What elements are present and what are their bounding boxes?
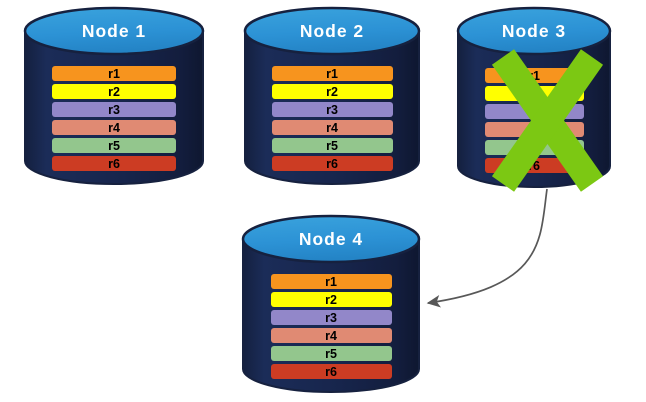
record-bar-r4-rect (272, 120, 393, 135)
node-3-cylinder-top (456, 6, 612, 56)
record-bar-r6-label: r6 (108, 157, 120, 171)
record-bar-r6[interactable]: r6 (52, 156, 176, 171)
record-bar-r6[interactable]: r6 (271, 364, 392, 379)
record-bar-r5-label: r5 (108, 139, 120, 153)
record-bar-r1-label: r1 (325, 275, 337, 289)
record-bar-r4[interactable]: r4 (52, 120, 176, 135)
record-bar-r4-rect (52, 120, 176, 135)
record-bar-r5[interactable]: r5 (52, 138, 176, 153)
record-bar-r3-label: r3 (326, 103, 338, 117)
record-bar-r5-label: r5 (325, 347, 337, 361)
record-bar-r2-label: r2 (108, 85, 120, 99)
record-bar-r2-rect (271, 292, 392, 307)
record-bar-r3-rect (271, 310, 392, 325)
node-2-records: r1 r2 r3 r4 r5 (272, 66, 393, 171)
record-bar-r6-rect (52, 156, 176, 171)
record-bar-r1-rect (52, 66, 176, 81)
node-2-cylinder-top (243, 6, 421, 56)
record-bar-r3[interactable]: r3 (52, 102, 176, 117)
node-2-title: Node 2 (300, 21, 364, 41)
record-bar-r4-label: r4 (326, 121, 338, 135)
replication-arrow (426, 188, 548, 308)
record-bar-r4-label: r4 (108, 121, 120, 135)
record-bar-r2-rect (272, 84, 393, 99)
node-1-title: Node 1 (82, 21, 146, 41)
record-bar-r1[interactable]: r1 (52, 66, 176, 81)
node-1-records: r1 r2 r3 r4 r5 (52, 66, 176, 171)
node-2[interactable]: Node 2 r1 r2 r3 r4 (243, 6, 421, 185)
node-1[interactable]: Node 1 r1 r2 r3 r4 (23, 6, 205, 185)
record-bar-r3-rect (52, 102, 176, 117)
record-bar-r1-label: r1 (326, 67, 338, 81)
record-bar-r2[interactable]: r2 (52, 84, 176, 99)
node-3[interactable]: Node 3 r1 r2 r3 r4 (456, 6, 612, 192)
node-3-title: Node 3 (502, 21, 566, 41)
node-4-cylinder-top (241, 214, 421, 264)
record-bar-r2-rect (52, 84, 176, 99)
record-bar-r6-label: r6 (326, 157, 338, 171)
record-bar-r2[interactable]: r2 (272, 84, 393, 99)
failure-cross-icon (491, 49, 604, 192)
record-bar-r4-rect (271, 328, 392, 343)
record-bar-r4[interactable]: r4 (272, 120, 393, 135)
record-bar-r1-label: r1 (528, 69, 540, 83)
record-bar-r5[interactable]: r5 (272, 138, 393, 153)
record-bar-r3-label: r3 (325, 311, 337, 325)
record-bar-r5-rect (271, 346, 392, 361)
record-bar-r2-label: r2 (326, 85, 338, 99)
record-bar-r2[interactable]: r2 (271, 292, 392, 307)
record-bar-r3-rect (272, 102, 393, 117)
record-bar-r6-rect (271, 364, 392, 379)
record-bar-r3[interactable]: r3 (271, 310, 392, 325)
node-4[interactable]: Node 4 r1 r2 r3 r4 (241, 214, 421, 393)
record-bar-r1[interactable]: r1 (272, 66, 393, 81)
record-bar-r6-rect (272, 156, 393, 171)
record-bar-r1[interactable]: r1 (271, 274, 392, 289)
record-bar-r6-label: r6 (528, 159, 540, 173)
record-bar-r5-rect (272, 138, 393, 153)
record-bar-r5-label: r5 (326, 139, 338, 153)
record-bar-r1-label: r1 (108, 67, 120, 81)
record-bar-r2-label: r2 (325, 293, 337, 307)
record-bar-r4-label: r4 (325, 329, 337, 343)
record-bar-r4[interactable]: r4 (271, 328, 392, 343)
failure-cross-stroke-2 (491, 49, 604, 192)
node-4-title: Node 4 (299, 229, 363, 249)
node-1-cylinder-top (23, 6, 205, 56)
record-bar-r6-label: r6 (325, 365, 337, 379)
record-bar-r5-rect (52, 138, 176, 153)
record-bar-r3-label: r3 (108, 103, 120, 117)
record-bar-r5[interactable]: r5 (271, 346, 392, 361)
record-bar-r3[interactable]: r3 (272, 102, 393, 117)
record-bar-r1-rect (272, 66, 393, 81)
record-bar-r1-rect (271, 274, 392, 289)
node-4-records: r1 r2 r3 r4 r5 (271, 274, 392, 379)
record-bar-r6[interactable]: r6 (272, 156, 393, 171)
